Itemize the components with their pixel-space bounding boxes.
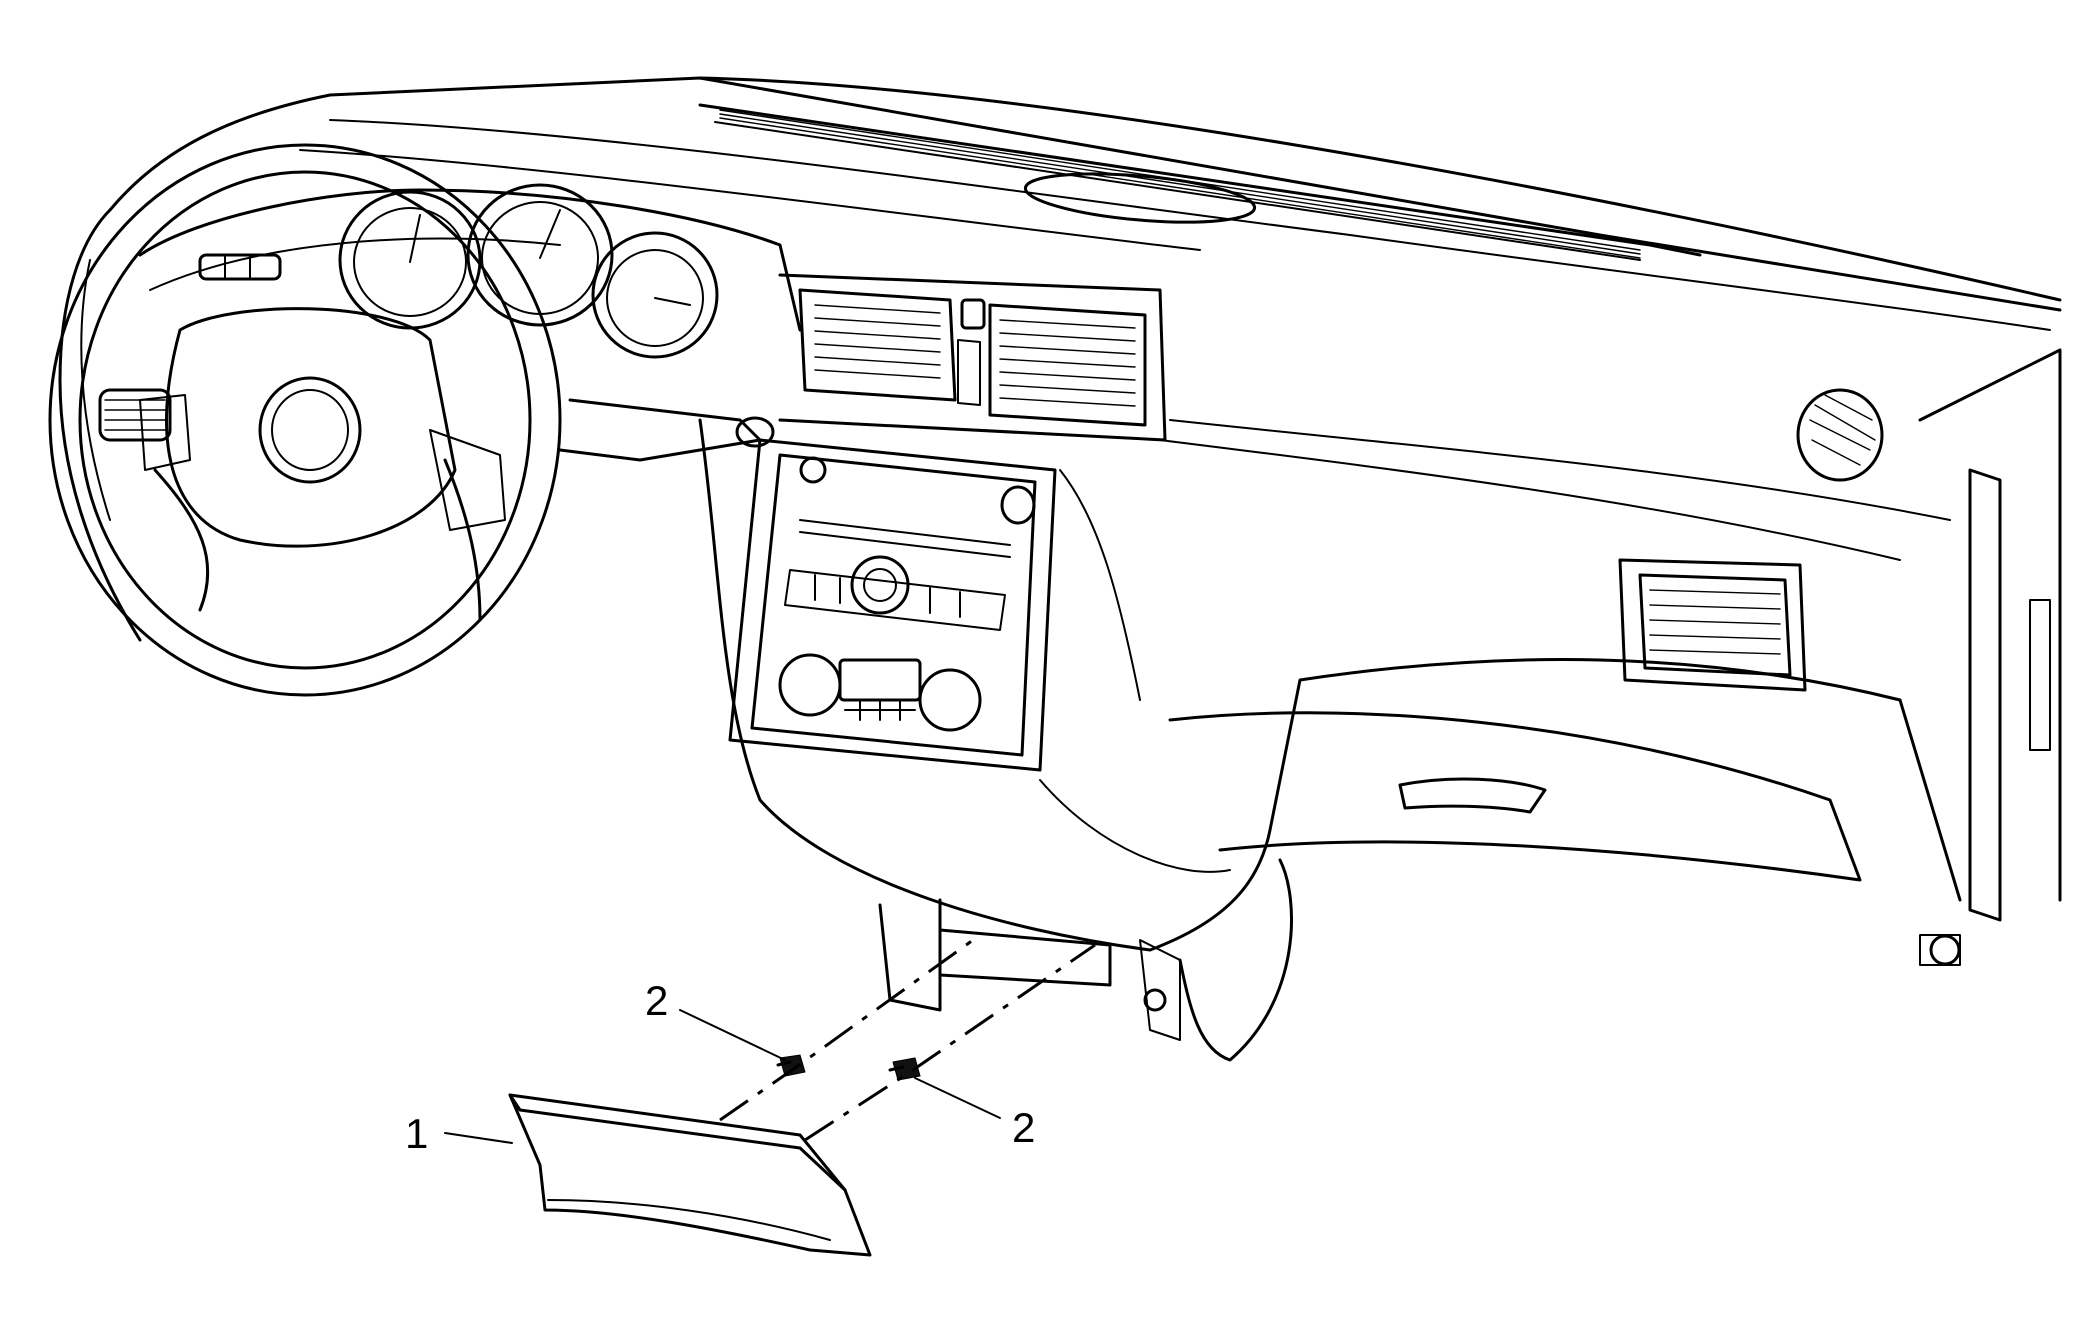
radio-hvac-stack	[728, 438, 1057, 772]
callout-2-right: 2	[1012, 1104, 1035, 1151]
instrument-cluster	[198, 183, 719, 359]
knee-bolster-panel	[508, 1093, 872, 1257]
retainer-clip-right	[888, 1057, 921, 1081]
side-speaker	[1796, 388, 1884, 482]
steering-wheel	[48, 143, 562, 697]
passenger-vent	[1618, 558, 1807, 692]
retainer-clip-left	[776, 1054, 806, 1077]
leader-lines	[444, 1009, 1001, 1144]
defrost-grille	[719, 109, 1641, 259]
left-side-vent	[98, 388, 172, 442]
callout-1: 1	[405, 1110, 428, 1157]
speaker-grille	[1023, 172, 1257, 224]
glove-box	[1168, 711, 1862, 882]
callout-2-left: 2	[645, 977, 668, 1024]
instrument-panel	[48, 76, 2062, 1062]
center-vents	[798, 288, 1147, 427]
installation-guide-lines	[719, 933, 1096, 1142]
